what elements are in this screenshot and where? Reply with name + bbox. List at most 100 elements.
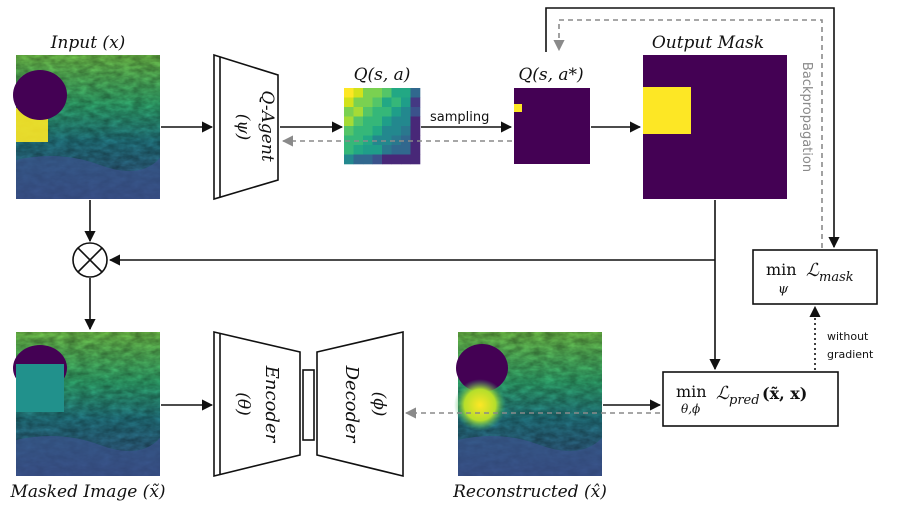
q-agent-name: Q-Agent <box>257 90 277 161</box>
heatmap-cell <box>382 135 392 146</box>
decoder-param: (ϕ) <box>369 392 389 417</box>
decoder-block: Decoder (ϕ) <box>316 330 404 478</box>
solid-arrows <box>84 7 840 411</box>
latent-bottleneck <box>302 369 315 441</box>
heatmap-cell <box>353 107 364 117</box>
heatmap-cell <box>353 126 364 136</box>
pred-loss-subscript: pred <box>729 393 760 408</box>
heatmap-cell <box>391 154 402 165</box>
heatmap-cell <box>410 88 421 98</box>
heatmap-cell <box>382 116 392 127</box>
input-image <box>13 55 160 199</box>
circle-times-icon <box>72 242 108 278</box>
heatmap-cell <box>363 126 373 136</box>
heatmap-cell <box>344 88 354 98</box>
input-label: Input (x) <box>50 33 126 53</box>
sampling-label: sampling <box>430 110 489 125</box>
heatmap-cell <box>391 145 402 155</box>
output-mask-label: Output Mask <box>652 33 764 53</box>
reconstructed-image <box>454 332 602 476</box>
heatmap-cell <box>391 135 402 146</box>
heatmap-cell <box>382 154 392 165</box>
masked-image-label: Masked Image (x̃) <box>9 482 165 502</box>
encoder-block: Encoder (θ) <box>213 330 301 478</box>
backpropagation-label: Backpropagation <box>799 62 814 172</box>
q-agent-block: Q-Agent (ψ) <box>213 53 279 201</box>
heatmap-cell <box>382 88 392 98</box>
q-sa-label: Q(s, a) <box>354 65 411 85</box>
heatmap-cell <box>363 88 373 98</box>
heatmap-cell <box>391 116 402 127</box>
pred-loss-min: min <box>676 382 707 401</box>
pred-loss-sub: θ,ϕ <box>681 402 700 416</box>
heatmap-cell <box>391 107 402 117</box>
heatmap-cell <box>382 145 392 155</box>
without-label: without <box>827 330 869 343</box>
heatmap-cell <box>353 88 364 98</box>
heatmap-cell <box>401 145 411 155</box>
heatmap-cell <box>401 97 411 108</box>
encoder-name: Encoder <box>261 365 282 444</box>
masked-image <box>13 332 160 476</box>
heatmap-cell <box>344 107 354 117</box>
heatmap-cell <box>401 88 411 98</box>
heatmap-cell <box>363 116 373 127</box>
mask-loss-min: min <box>766 260 797 279</box>
heatmap-cell <box>344 154 354 165</box>
heatmap-cell <box>372 154 383 165</box>
heatmap-cell <box>344 97 354 108</box>
pred-loss-args: (x̃, x) <box>762 384 807 403</box>
heatmap-cell <box>344 116 354 127</box>
heatmap-cell <box>363 154 373 165</box>
heatmap-cell <box>410 97 421 108</box>
heatmap-cell <box>372 145 383 155</box>
heatmap-cell <box>372 88 383 98</box>
q-sa-star-map <box>514 88 590 164</box>
mask-loss-symbol: ℒ <box>806 260 820 281</box>
heatmap-cell <box>391 88 402 98</box>
heatmap-cell <box>353 116 364 127</box>
mask-loss-subscript: mask <box>819 270 854 285</box>
heatmap-cell <box>410 154 421 165</box>
output-mask-image <box>643 55 787 199</box>
heatmap-cell <box>401 135 411 146</box>
heatmap-cell <box>382 126 392 136</box>
reconstructed-label: Reconstructed (x̂) <box>452 482 607 502</box>
heatmap-cell <box>363 145 373 155</box>
heatmap-cell <box>372 135 383 146</box>
heatmap-cell <box>401 116 411 127</box>
heatmap-cell <box>353 97 364 108</box>
heatmap-cell <box>401 154 411 165</box>
pred-loss-symbol: ℒ <box>716 383 730 404</box>
heatmap-cell <box>410 116 421 127</box>
encoder-param: (θ) <box>233 392 253 416</box>
heatmap-cell <box>372 107 383 117</box>
dashed-arrows <box>281 19 823 419</box>
heatmap-cell <box>401 126 411 136</box>
heatmap-cell <box>363 107 373 117</box>
mask-loss-sub: ψ <box>778 282 789 297</box>
heatmap-cell <box>410 135 421 146</box>
heatmap-cell <box>353 154 364 165</box>
heatmap-cell <box>344 145 354 155</box>
heatmap-cell <box>410 107 421 117</box>
heatmap-cell <box>372 97 383 108</box>
heatmap-cell <box>410 126 421 136</box>
heatmap-cell <box>382 107 392 117</box>
mask-loss-box: min ψ ℒ mask <box>752 249 878 305</box>
q-sa-star-label: Q(s, a*) <box>518 65 583 85</box>
heatmap-cell <box>353 145 364 155</box>
gradient-label: gradient <box>827 348 874 361</box>
decoder-name: Decoder <box>341 365 362 444</box>
q-sa-heatmap <box>344 88 421 165</box>
heatmap-cell <box>382 97 392 108</box>
heatmap-cell <box>372 116 383 127</box>
pred-loss-box: min θ,ϕ ℒ pred (x̃, x) <box>662 371 839 427</box>
q-agent-param: (ψ) <box>233 114 253 141</box>
heatmap-cell <box>410 145 421 155</box>
heatmap-cell <box>401 107 411 117</box>
heatmap-cell <box>391 97 402 108</box>
heatmap-cell <box>363 97 373 108</box>
heatmap-cell <box>344 126 354 136</box>
